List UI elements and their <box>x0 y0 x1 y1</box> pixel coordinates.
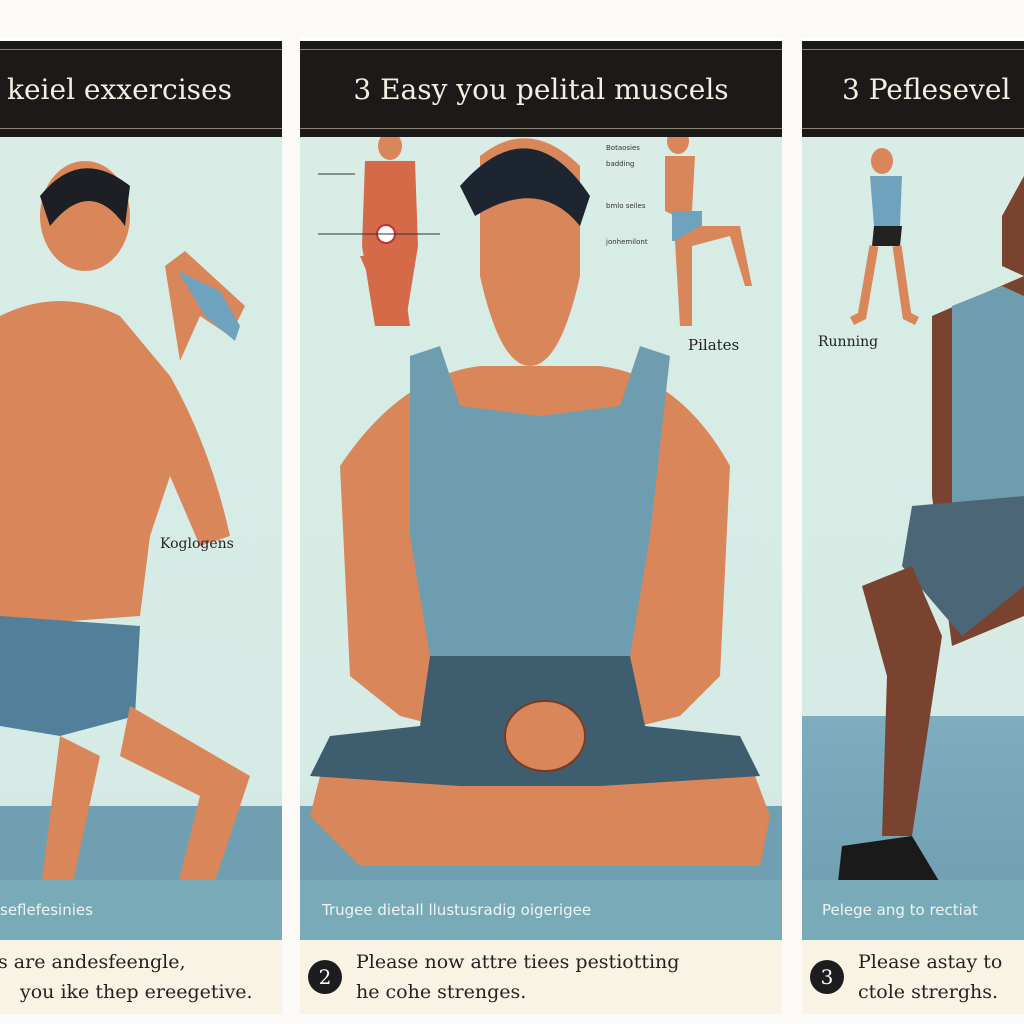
step-text: 3 Please astay to ctole strerghs. <box>802 940 1024 1014</box>
step-number-badge: 3 <box>810 960 844 994</box>
side-label: bmlo seiles <box>606 202 646 210</box>
panel-title: keiel exxercises <box>0 49 282 129</box>
panel-title: 3 Peflesevel <box>802 49 1024 129</box>
panel-header: 3 Peflesevel <box>802 38 1024 137</box>
step-text: s are andesfeengle, you ike thep ereegeti… <box>0 940 282 1014</box>
exercise-label: Running <box>818 334 879 350</box>
illustration-pilates: Botaosies badding bmlo seiles jonhemilon… <box>300 116 782 902</box>
panel-header: keiel exxercises <box>0 38 282 137</box>
panel-running: Running 3 Peflesevel Pelege ang to recti… <box>802 22 1024 1014</box>
man-seated-meditating-illustration <box>310 128 770 866</box>
step-number-badge: 2 <box>308 960 342 994</box>
step-text-line: s are andesfeengle, <box>0 951 186 973</box>
panel-header: 3 Easy you pelital muscels <box>300 38 782 137</box>
caption-band: seflefesinies <box>0 880 282 940</box>
step-text-line: Please now attre tiees pestiotting <box>356 951 680 973</box>
panel-pilates: Botaosies badding bmlo seiles jonhemilon… <box>300 22 782 1014</box>
step-text-line: Please astay to <box>858 951 1003 973</box>
man-squatting-illustration <box>0 161 250 896</box>
exercise-label: Koglogens <box>160 536 234 552</box>
step-text-line: he cohe strenges. <box>356 981 527 1003</box>
illustration-kegel: Koglogens <box>0 116 282 902</box>
illustration-running: Running <box>802 116 1024 902</box>
exercise-label: Pilates <box>688 336 740 354</box>
side-label: jonhemilont <box>606 238 648 246</box>
step-text-line: you ike thep ereegetive. <box>20 981 253 1003</box>
panel-title: 3 Easy you pelital muscels <box>300 49 782 129</box>
caption-band: Pelege ang to rectiat <box>802 880 1024 940</box>
man-lunging-illustration <box>837 148 1024 891</box>
side-label: badding <box>606 160 635 168</box>
side-label: Botaosies <box>606 144 640 152</box>
step-text-line: ctole strerghs. <box>858 981 999 1003</box>
panel-kegel: Koglogens keiel exxercises seflefesinies… <box>0 22 282 1014</box>
step-text: 2 Please now attre tiees pestiotting he c… <box>300 940 782 1014</box>
caption-band: Trugee dietall llustusradig oigerigee <box>300 880 782 940</box>
